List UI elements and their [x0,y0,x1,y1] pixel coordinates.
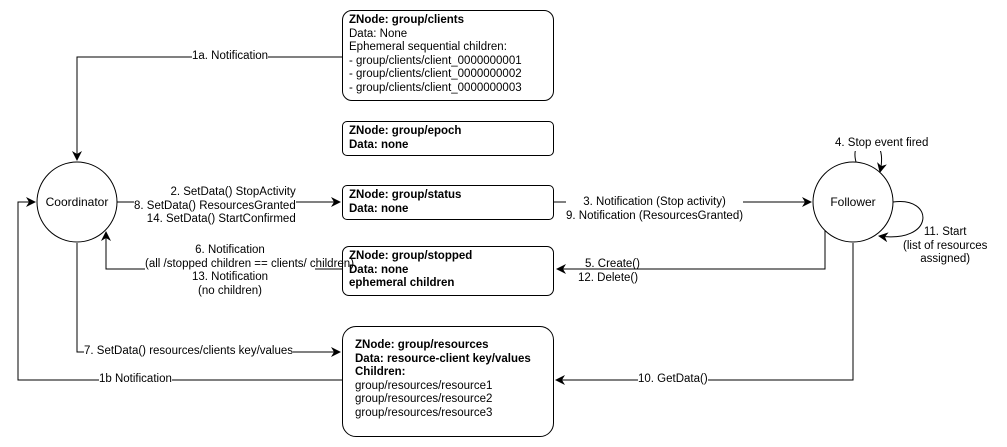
label-stopped-coord: 6. Notification (all /stopped children =… [145,244,355,298]
znode-stopped-title: ZNode: group/stopped [349,250,473,262]
edge-start [878,201,924,243]
znode-epoch-data: Data: none [349,138,409,151]
znode-clients-box: ZNode: group/clients Data: None Ephemera… [342,10,554,101]
znode-resources-child: group/resources/resource3 [355,406,493,419]
label-line: 5. Create() [585,258,640,270]
label-1b: 1b Notification [99,373,172,387]
znode-status-data: Data: none [349,202,409,215]
label-line: 11. Start [923,226,967,238]
znode-clients-line: - group/clients/client_0000000001 [349,54,522,67]
znode-clients-line: - group/clients/client_0000000002 [349,68,522,80]
znode-status-box: ZNode: group/status Data: none [342,185,554,220]
znode-epoch-box: ZNode: group/epoch Data: none [342,121,554,156]
znode-clients-line: Data: None [349,27,408,40]
znode-status-title: ZNode: group/status [349,189,462,201]
label-getdata: 10. GetData() [638,373,708,387]
label-line: 14. SetData() StartConfirmed [134,213,296,227]
label-line: 13. Notification [191,271,269,283]
znode-resources-title: ZNode: group/resources [355,339,489,351]
label-1a: 1a. Notification [192,50,269,64]
znode-clients-title: ZNode: group/clients [349,14,464,26]
label-line: 9. Notification (ResourcesGranted) [566,209,744,222]
edge-follower-stopped [556,231,826,274]
znode-resources-data: Data: resource-client key/values [355,352,531,365]
coordinator-label: Coordinator [46,195,109,209]
znode-clients-line: Ephemeral sequential children: [349,41,507,53]
follower-label: Follower [830,195,875,209]
znode-clients-line: - group/clients/client_0000000003 [349,81,522,94]
label-setdata-resources: 7. SetData() resources/clients key/value… [84,345,294,359]
znode-epoch-title: ZNode: group/epoch [349,125,462,137]
label-start: 11. Start (list of resources assigned) [903,226,987,267]
edge-1b [17,197,342,381]
label-line: assigned) [920,253,971,265]
label-line: 8. SetData() ResourcesGranted [134,199,296,213]
label-line: 2. SetData() StopActivity [134,186,296,200]
label-line: (no children) [198,284,262,297]
znode-stopped-data: Data: none [349,263,409,276]
znode-stopped-children: ephemeral children [349,277,455,289]
edge-1a [72,56,342,161]
label-line: 3. Notification (Stop activity) [583,196,726,208]
label-stop-event: 4. Stop event fired [835,137,929,151]
znode-resources-children-heading: Children: [355,366,406,378]
znode-stopped-box: ZNode: group/stopped Data: none ephemera… [342,246,554,296]
label-line: 12. Delete() [578,271,639,284]
label-line: (list of resources [903,239,988,252]
label-follower-stopped: 5. Create() 12. Delete() [578,258,640,285]
label-line: 6. Notification [195,244,265,256]
label-coord-status: 2. SetData() StopActivity 8. SetData() R… [134,186,296,227]
label-line: (all /stopped children == clients/ child… [145,257,355,270]
znode-resources-child: group/resources/resource2 [355,393,493,405]
label-status-follower: 3. Notification (Stop activity) 9. Notif… [566,196,744,223]
znode-resources-box: ZNode: group/resources Data: resource-cl… [342,326,554,437]
znode-resources-child: group/resources/resource1 [355,379,493,392]
